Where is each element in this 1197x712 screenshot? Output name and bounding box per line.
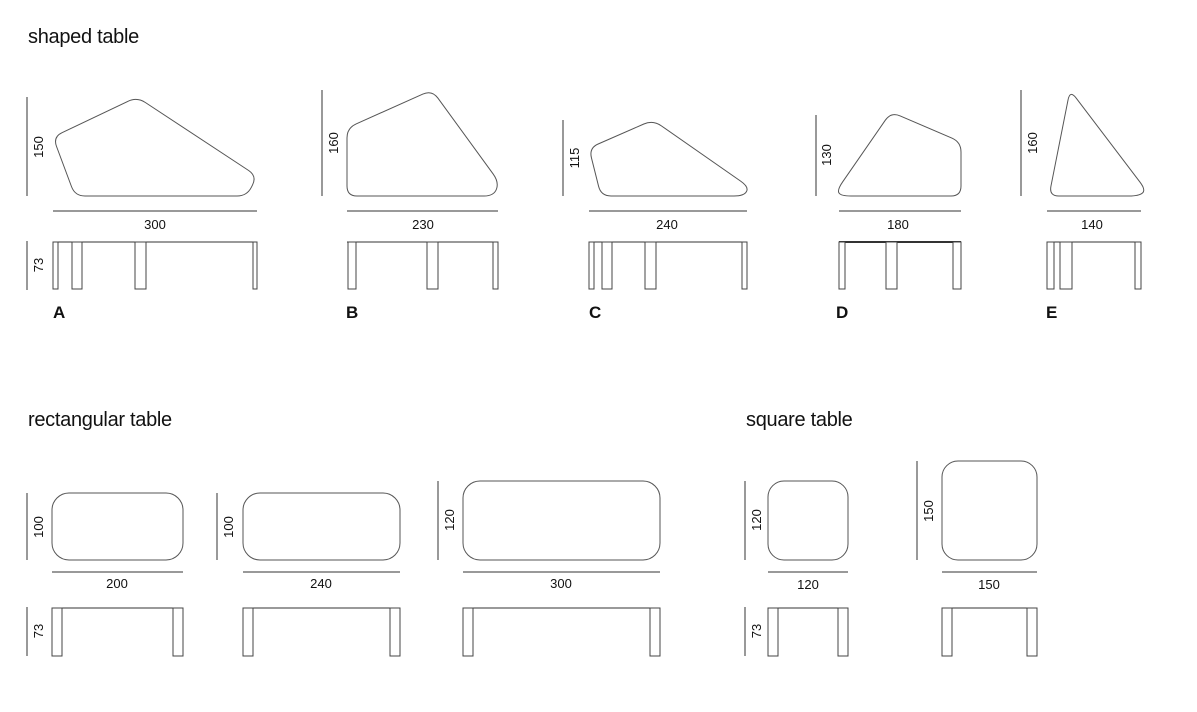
shaped-table-c: 115 240 C bbox=[562, 120, 748, 322]
side-view bbox=[462, 607, 661, 657]
height-label: 73 bbox=[31, 624, 46, 638]
depth-label: 115 bbox=[567, 148, 582, 169]
depth-label: 150 bbox=[921, 500, 936, 522]
height-label: 73 bbox=[749, 624, 764, 638]
variant-letter: D bbox=[836, 303, 848, 322]
depth-label: 120 bbox=[442, 509, 457, 531]
side-view bbox=[838, 241, 962, 290]
tabletop-outline bbox=[242, 492, 401, 561]
side-view bbox=[588, 241, 748, 290]
variant-letter: C bbox=[589, 303, 601, 322]
tabletop-outline bbox=[767, 480, 849, 561]
depth-label: 120 bbox=[749, 509, 764, 531]
width-label: 300 bbox=[144, 217, 166, 232]
side-view bbox=[242, 607, 401, 657]
variant-letter: A bbox=[53, 303, 65, 322]
section-title-rectangular: rectangular table bbox=[28, 409, 172, 431]
depth-label: 160 bbox=[326, 132, 341, 154]
square-table-120: 120 120 73 bbox=[744, 480, 849, 657]
rectangular-table-240: 100 240 bbox=[216, 492, 401, 657]
section-title-shaped: shaped table bbox=[28, 26, 139, 48]
shaped-table-e: 160 140 E bbox=[1020, 90, 1145, 322]
shaped-table-a: 150 300 73 A bbox=[26, 97, 258, 322]
tabletop-outline bbox=[55, 98, 255, 197]
width-label: 140 bbox=[1081, 217, 1103, 232]
width-label: 120 bbox=[797, 577, 819, 592]
tabletop-outline bbox=[941, 460, 1038, 561]
tabletop-outline bbox=[346, 92, 498, 197]
side-view bbox=[941, 607, 1038, 657]
depth-label: 100 bbox=[31, 516, 46, 538]
side-view bbox=[347, 241, 499, 290]
width-label: 180 bbox=[887, 217, 909, 232]
tabletop-outline bbox=[462, 480, 661, 561]
side-view bbox=[51, 607, 184, 657]
tabletop-outline bbox=[837, 114, 962, 197]
side-view bbox=[767, 607, 849, 657]
depth-label: 160 bbox=[1025, 132, 1040, 154]
tabletop-outline bbox=[590, 121, 748, 197]
shaped-table-b: 160 230 B bbox=[321, 90, 499, 322]
variant-letter: E bbox=[1046, 303, 1057, 322]
side-view bbox=[1046, 241, 1142, 290]
depth-label: 100 bbox=[221, 516, 236, 538]
width-label: 230 bbox=[412, 217, 434, 232]
rectangular-table-200: 100 200 73 bbox=[26, 492, 184, 657]
side-view bbox=[52, 241, 258, 290]
rectangular-table-300: 120 300 bbox=[437, 480, 661, 657]
section-title-square: square table bbox=[746, 409, 853, 431]
height-label: 73 bbox=[31, 258, 46, 272]
width-label: 240 bbox=[656, 217, 678, 232]
width-label: 300 bbox=[550, 576, 572, 591]
variant-letter: B bbox=[346, 303, 358, 322]
square-table-150: 150 150 bbox=[916, 460, 1038, 657]
tabletop-outline bbox=[1050, 93, 1145, 197]
width-label: 150 bbox=[978, 577, 1000, 592]
width-label: 240 bbox=[310, 576, 332, 591]
shaped-table-d: 130 180 D bbox=[815, 114, 962, 322]
width-label: 200 bbox=[106, 576, 128, 591]
depth-label: 150 bbox=[31, 136, 46, 158]
tabletop-outline bbox=[51, 492, 184, 561]
depth-label: 130 bbox=[819, 144, 834, 166]
